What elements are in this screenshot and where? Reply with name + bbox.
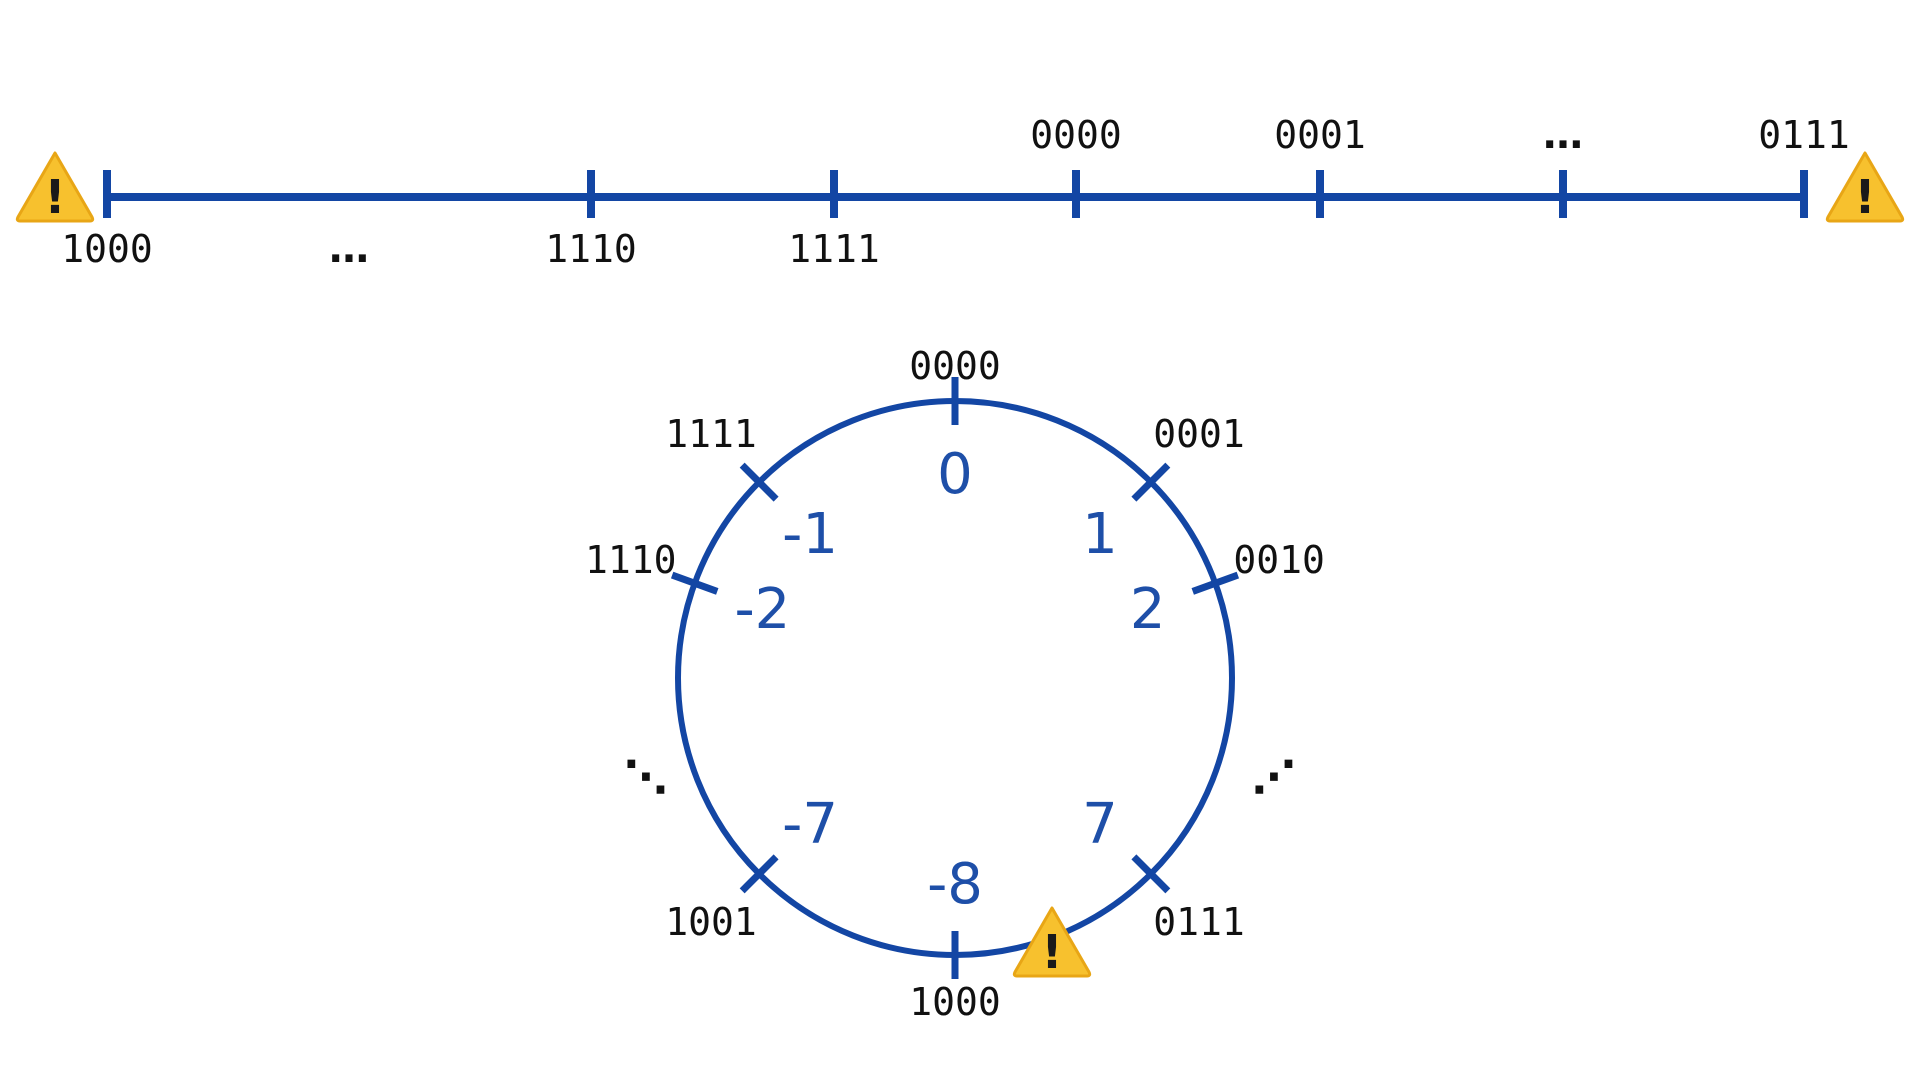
circle-tick (670, 571, 719, 595)
circle-decimal-label: 2 (1130, 577, 1166, 642)
circle-binary-label: 1000 (909, 980, 1001, 1024)
number-line-labels: 1000 … 1110 1111 0000 0001 … 0111 (61, 112, 1850, 272)
circle-decimal-label: 7 (1082, 792, 1118, 857)
circle-decimal-label: 1 (1082, 502, 1118, 567)
circle-binary-label: 0010 (1233, 538, 1325, 582)
circle-tick (1131, 854, 1171, 894)
circle-binary-label: 1111 (665, 412, 757, 456)
svg-text:!: ! (45, 170, 66, 224)
warning-icon: ! (1825, 151, 1905, 224)
circle-decimal-label: -2 (734, 577, 790, 642)
circle-tick (1131, 462, 1171, 502)
warning-icon: ! (1012, 906, 1092, 979)
svg-text:!: ! (1042, 925, 1063, 979)
circle-binary-label: 1110 (585, 538, 677, 582)
circle-binary-label: 0111 (1153, 900, 1245, 944)
number-line-label-above: 0111 (1758, 113, 1850, 157)
circle-tick (739, 462, 779, 502)
circle-decimal-label: -7 (782, 792, 838, 857)
number-line-label-above: 0000 (1030, 113, 1122, 157)
number-line: 1000 … 1110 1111 0000 0001 … 0111 ! ! (15, 112, 1905, 272)
circle-ticks (670, 377, 1240, 979)
circle-decimal-label: -8 (927, 852, 983, 917)
number-line-label-below: 1111 (788, 227, 880, 271)
circle-decimal-label: 0 (937, 442, 973, 507)
number-line-label-below: … (329, 226, 369, 272)
number-line-label-below: 1000 (61, 227, 153, 271)
warning-icon: ! (15, 151, 95, 224)
circle-binary-label: 0001 (1153, 412, 1245, 456)
circle-decimal-label: -1 (782, 502, 838, 567)
circle-ellipsis-left: ⋱ (624, 752, 668, 803)
number-line-ticks (103, 170, 1808, 218)
circle-binary-label: 0000 (909, 344, 1001, 388)
circle-tick (1191, 571, 1240, 595)
number-line-label-above: 0001 (1274, 113, 1366, 157)
circle-binary-label: 1001 (665, 900, 757, 944)
svg-text:!: ! (1855, 170, 1876, 224)
circle-tick (739, 854, 779, 894)
circle-ellipsis-right: ⋰ (1252, 752, 1296, 803)
number-line-label-above: … (1543, 112, 1583, 158)
number-line-label-below: 1110 (545, 227, 637, 271)
